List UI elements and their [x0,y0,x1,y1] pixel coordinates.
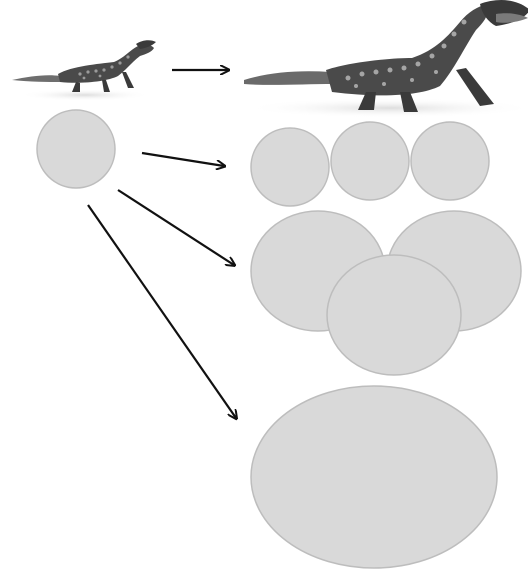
large-lizard-icon [244,0,528,118]
three-small-circles [251,122,489,206]
small-circle-2 [331,122,409,200]
arrow-to-small-circles [142,153,224,166]
single-large-circle [251,386,497,568]
medium-circle-front [327,255,461,375]
source-circle [37,110,115,188]
small-circle-3 [411,122,489,200]
small-circle-1 [251,128,329,206]
arrow-to-large-circle [88,205,236,418]
small-lizard-icon [12,40,156,101]
three-medium-circles [251,211,521,375]
arrow-to-medium-circles [118,190,234,265]
